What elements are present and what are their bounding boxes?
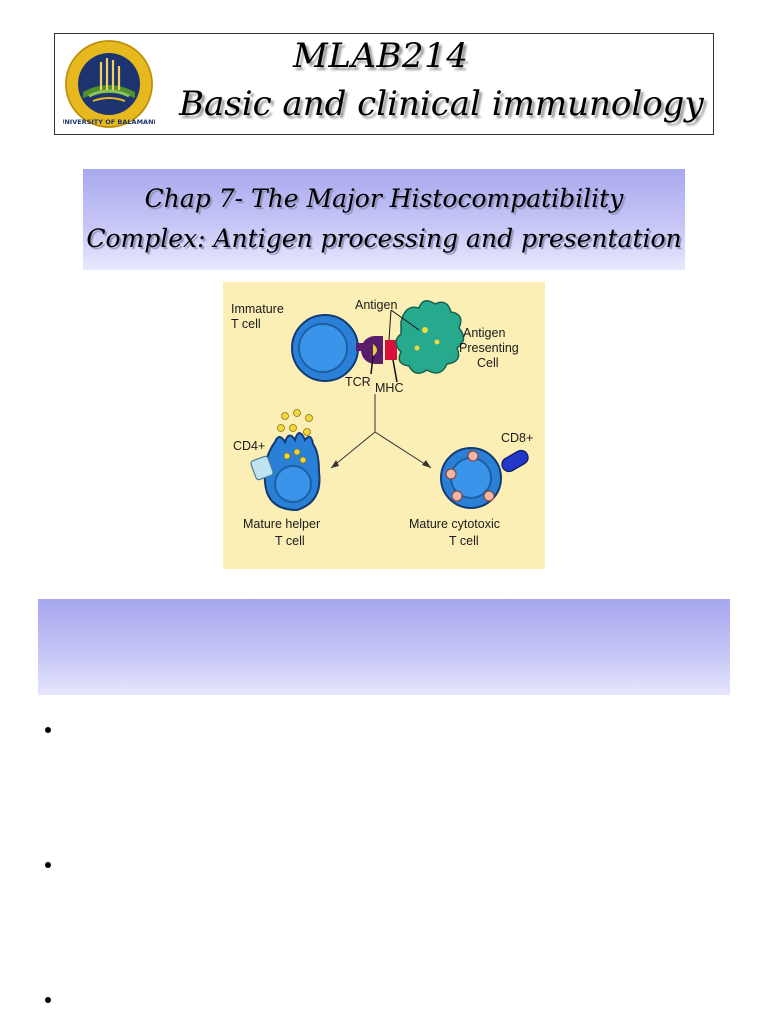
label-mhc: MHC [375,381,403,395]
label-immature: Immature [231,302,284,316]
mhc-molecule-icon [385,340,397,360]
course-code: MLAB214 [293,36,469,76]
cd8-receptor-icon [501,449,529,473]
chapter-title-line-1: Chap 7- The Major Histocompatibility [144,184,624,213]
t-cell-maturation-figure: Immature T cell Antigen Antigen Presenti… [223,282,545,569]
label-cytotoxic-1: Mature cytotoxic [409,517,500,531]
antigen-presenting-cell [395,300,465,374]
tcr-receptor-icon [361,336,383,364]
chapter-title-banner: Chap 7- The Major Histocompatibility Com… [83,169,685,270]
label-apc-3: Cell [477,356,499,370]
label-cytotoxic-2: T cell [449,534,479,548]
label-cd8: CD8+ [501,431,533,445]
bullet-point [45,727,53,735]
section-banner [38,599,730,695]
chapter-title-line-2: Complex: Antigen processing and presenta… [86,224,682,253]
label-helper-2: T cell [275,534,305,548]
bullet-point [45,862,53,870]
bullet-point [45,997,53,1005]
label-apc-2: Presenting [459,341,519,355]
label-antigen: Antigen [355,298,397,312]
label-cd4: CD4+ [233,439,265,453]
label-helper-1: Mature helper [243,517,320,531]
title-header: UNIVERSITY OF BALAMAND MLAB214 Basic and… [54,33,714,135]
logo-text: UNIVERSITY OF BALAMAND [63,118,155,126]
course-name: Basic and clinical immunology [179,84,704,124]
university-logo: UNIVERSITY OF BALAMAND [63,40,155,128]
cd4-receptor-icon [250,455,274,481]
label-apc-1: Antigen [463,326,505,340]
label-tcr: TCR [345,375,371,389]
label-immature-t-cell: T cell [231,317,261,331]
